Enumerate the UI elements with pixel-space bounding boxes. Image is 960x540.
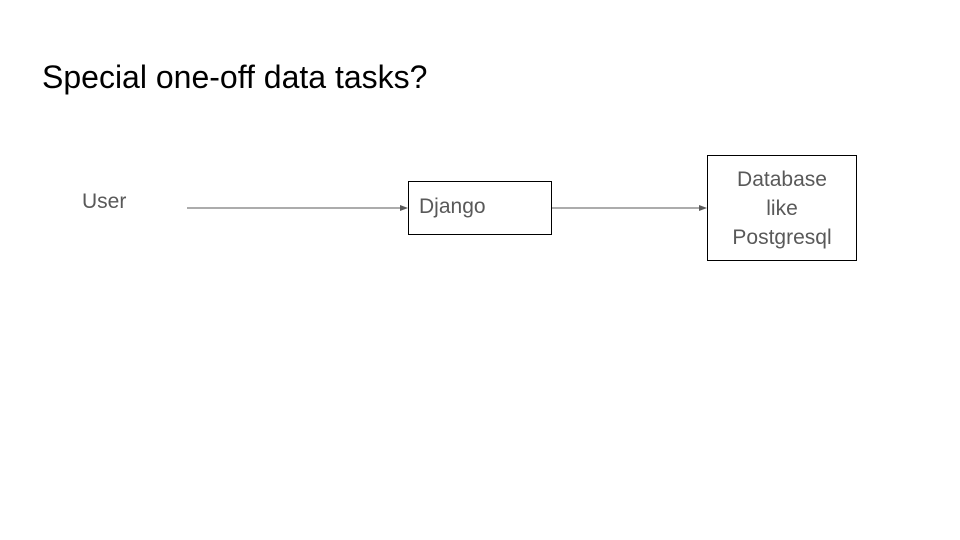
slide-title: Special one-off data tasks? (42, 59, 428, 95)
database-label: Database like Postgresql (732, 167, 832, 249)
user-label: User (82, 190, 127, 213)
database-box: Database like Postgresql (707, 155, 857, 261)
django-label: Django (419, 195, 486, 218)
django-box: Django (408, 181, 552, 235)
